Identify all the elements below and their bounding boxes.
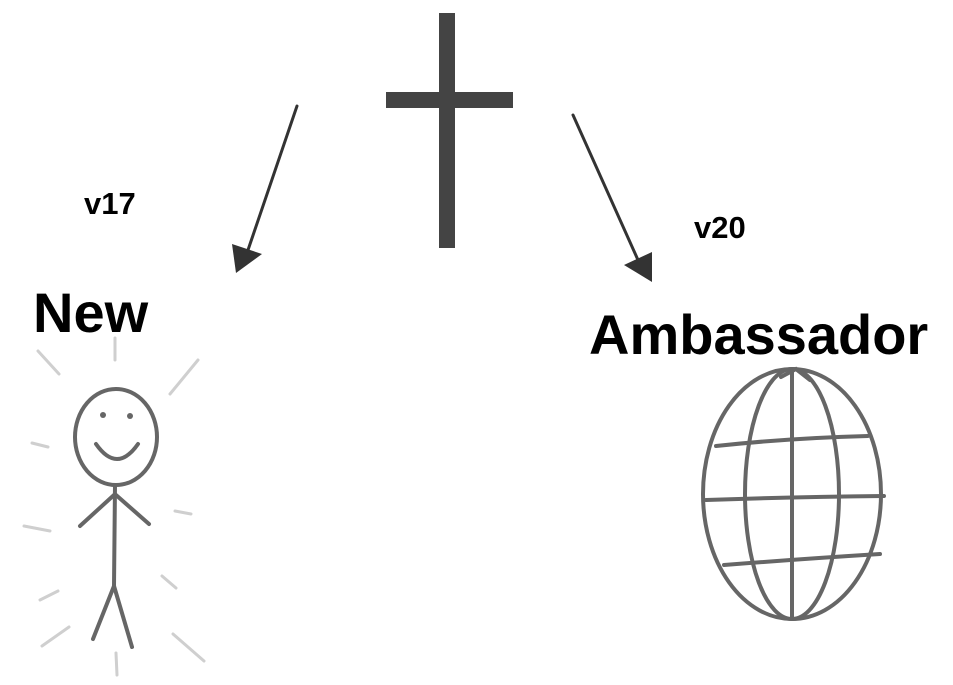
stick-figure-icon (24, 338, 204, 675)
right-arrow (573, 115, 652, 282)
left-arrow (232, 106, 297, 273)
right-word-label: Ambassador (589, 307, 928, 363)
stick-figure-body (75, 389, 157, 647)
cross-icon (386, 13, 513, 248)
globe-icon (703, 369, 884, 619)
left-word-label: New (33, 285, 148, 341)
left-verse-label: v17 (84, 188, 136, 219)
right-verse-label: v20 (694, 212, 746, 243)
